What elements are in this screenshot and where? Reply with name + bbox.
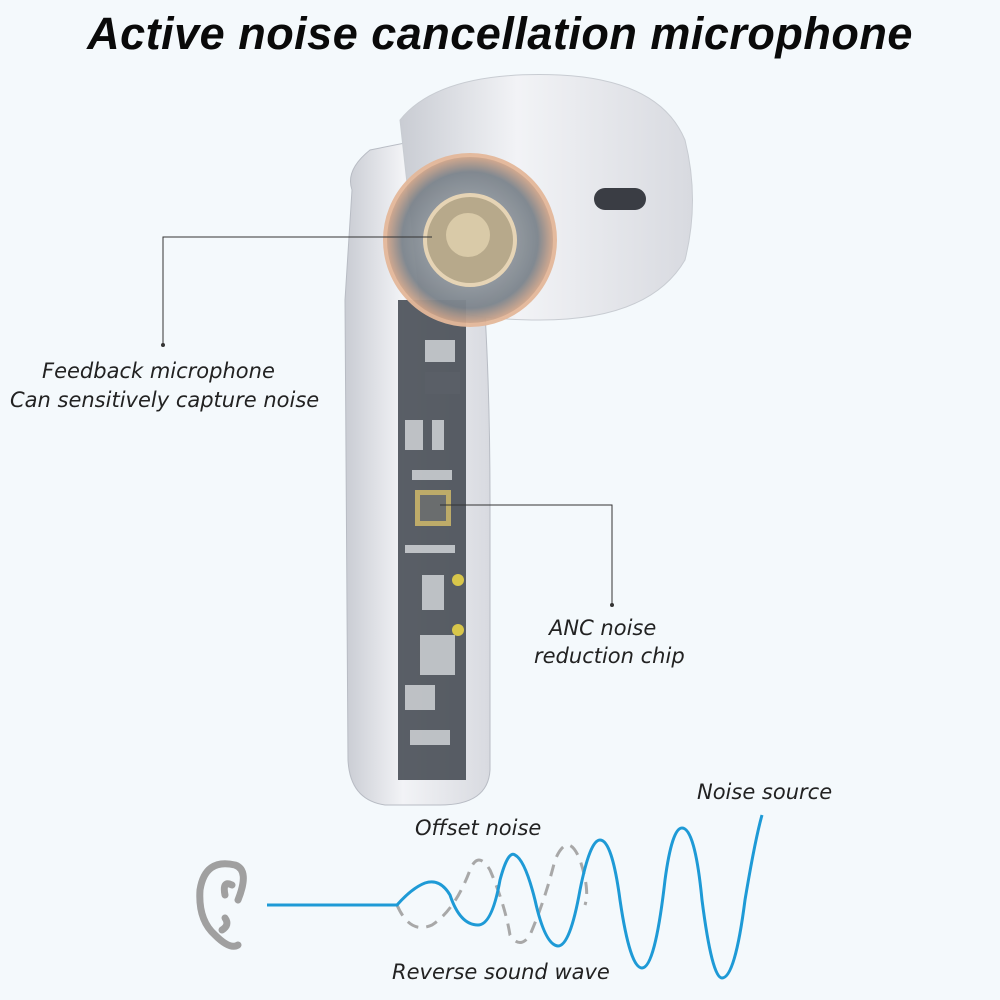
anc-chip-leader (440, 504, 613, 605)
ear-icon (196, 860, 247, 950)
reverse-sound-wave (267, 814, 764, 980)
offset-noise-label: Offset noise (415, 816, 542, 840)
feedback-mic-label-2: Can sensitively capture noise (10, 388, 320, 412)
earbud-vent (594, 188, 646, 210)
page-title: Active noise cancellation microphone (87, 8, 913, 59)
feedback-mic-leader (162, 236, 432, 345)
feedback-mic-label-1: Feedback microphone (42, 359, 275, 383)
noise-source-label: Noise source (697, 780, 833, 804)
offset-noise-wave (395, 843, 589, 944)
reverse-sound-wave-label: Reverse sound wave (392, 960, 610, 984)
anc-chip-label-1: ANC noise (549, 616, 657, 640)
anc-chip-label-2: reduction chip (534, 644, 685, 668)
